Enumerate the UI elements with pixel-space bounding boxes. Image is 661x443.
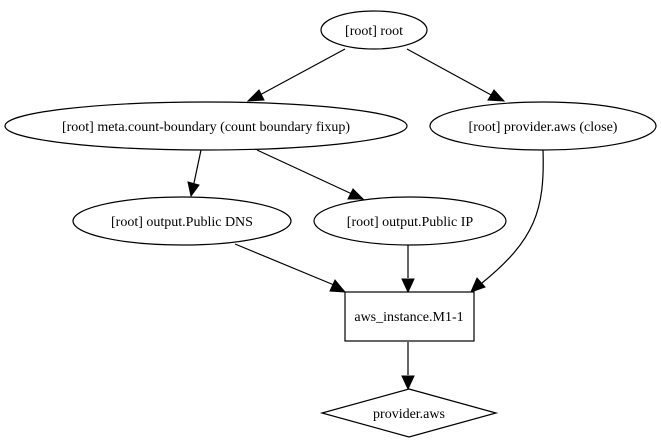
node-output-public-ip-label: [root] output.Public IP	[347, 215, 474, 230]
edge-inst-to-prov	[401, 342, 415, 391]
edges	[187, 48, 544, 391]
edge-root-to-meta	[246, 48, 346, 102]
edge-dns-to-inst	[234, 243, 347, 293]
edge-root-to-provclose	[406, 48, 506, 102]
edge-meta-to-ip	[256, 149, 365, 200]
node-provider-aws-close[interactable]: [root] provider.aws (close)	[429, 101, 657, 151]
node-provider-aws[interactable]: provider.aws	[319, 388, 499, 438]
node-root[interactable]: [root] root	[320, 10, 428, 50]
node-meta-count-boundary[interactable]: [root] meta.count-boundary (count bounda…	[4, 101, 408, 151]
node-output-public-dns-label: [root] output.Public DNS	[111, 215, 253, 230]
edge-provclose-to-inst	[470, 149, 544, 293]
edge-ip-to-inst	[401, 244, 415, 294]
node-aws-instance-label: aws_instance.M1-1	[354, 310, 463, 325]
node-provider-aws-label: provider.aws	[373, 407, 445, 422]
node-aws-instance[interactable]: aws_instance.M1-1	[344, 291, 475, 342]
node-root-label: [root] root	[345, 24, 403, 39]
node-provider-aws-close-label: [root] provider.aws (close)	[469, 120, 618, 135]
edge-meta-to-dns	[187, 149, 202, 198]
node-meta-count-boundary-label: [root] meta.count-boundary (count bounda…	[62, 120, 350, 135]
node-output-public-ip[interactable]: [root] output.Public IP	[313, 196, 507, 246]
node-output-public-dns[interactable]: [root] output.Public DNS	[72, 196, 292, 246]
